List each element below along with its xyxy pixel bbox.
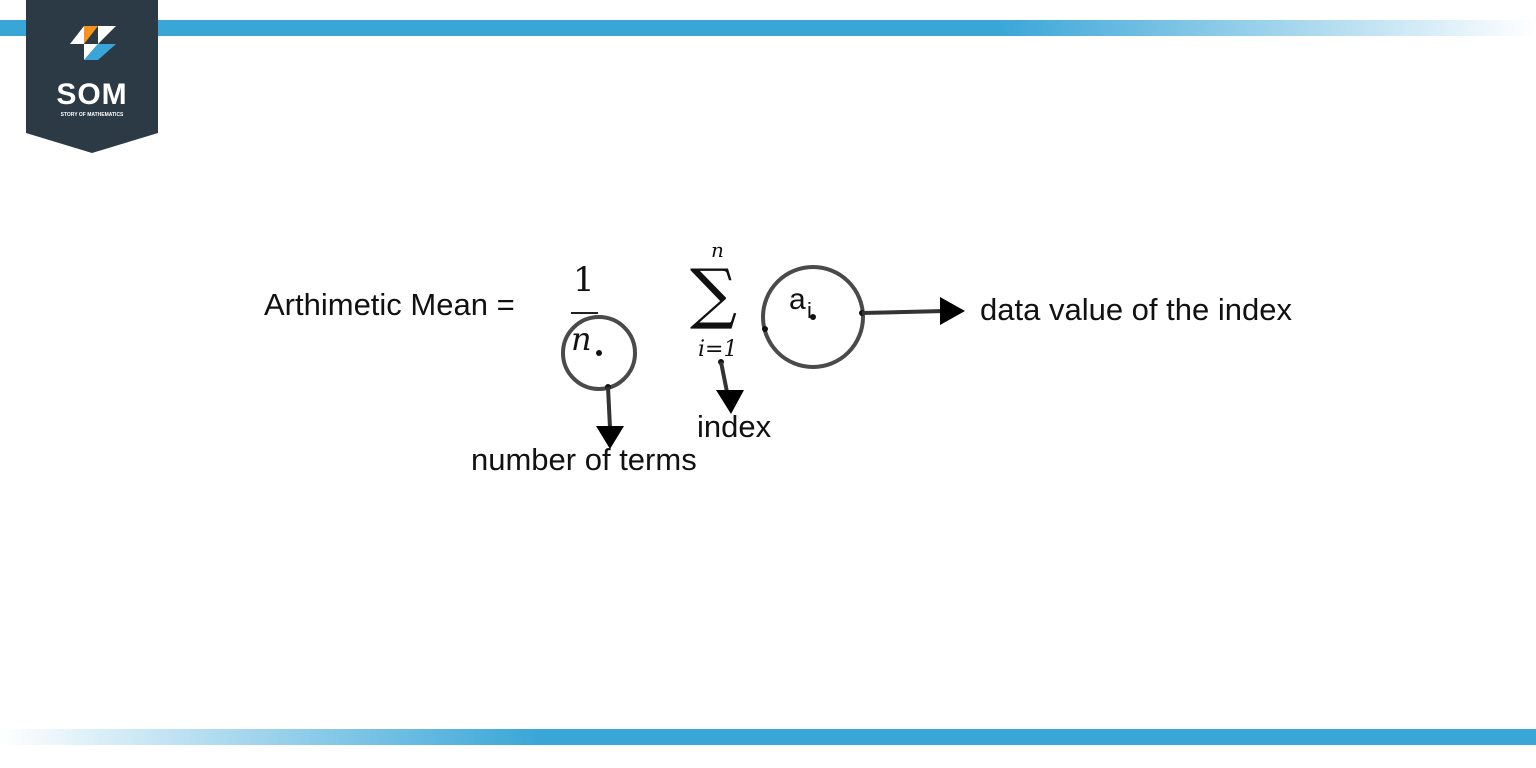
- term-subscript: i: [807, 298, 812, 323]
- logo-text: SOM: [56, 78, 128, 111]
- index-label: index: [697, 409, 772, 444]
- fraction-denominator: n: [571, 320, 592, 358]
- logo-subtitle: STORY OF MATHEMATICS: [60, 112, 124, 118]
- index-connector: [719, 361, 729, 393]
- terms-connector: [606, 386, 612, 429]
- data-value-arrowhead: [940, 297, 965, 325]
- number-of-terms-label: number of terms: [471, 442, 697, 477]
- logo-badge-shape: [26, 0, 158, 153]
- sum-lower-limit: i=1: [698, 337, 738, 362]
- logo-blue-piece: [84, 44, 116, 60]
- term-circle: [761, 265, 865, 369]
- data-value-connector: [861, 309, 946, 315]
- bottom-accent-bar: [0, 729, 1536, 745]
- index-arrowhead: [716, 390, 744, 414]
- sum-upper-limit: n: [711, 238, 724, 262]
- terms-arrowhead: [596, 426, 624, 449]
- term-base: a: [789, 283, 806, 316]
- fraction-numerator: 1: [573, 260, 595, 300]
- denominator-dot: [596, 350, 602, 356]
- logo-orange-piece: [84, 26, 98, 44]
- som-logo: SOM STORY OF MATHEMATICS: [26, 0, 158, 153]
- term-dot: [810, 314, 816, 320]
- top-accent-bar: [0, 20, 1536, 36]
- data-value-label: data value of the index: [980, 292, 1292, 327]
- arithmetic-mean-label: Arthimetic Mean =: [264, 287, 515, 322]
- summation-symbol: ∑: [690, 255, 738, 332]
- denominator-circle: [561, 315, 637, 391]
